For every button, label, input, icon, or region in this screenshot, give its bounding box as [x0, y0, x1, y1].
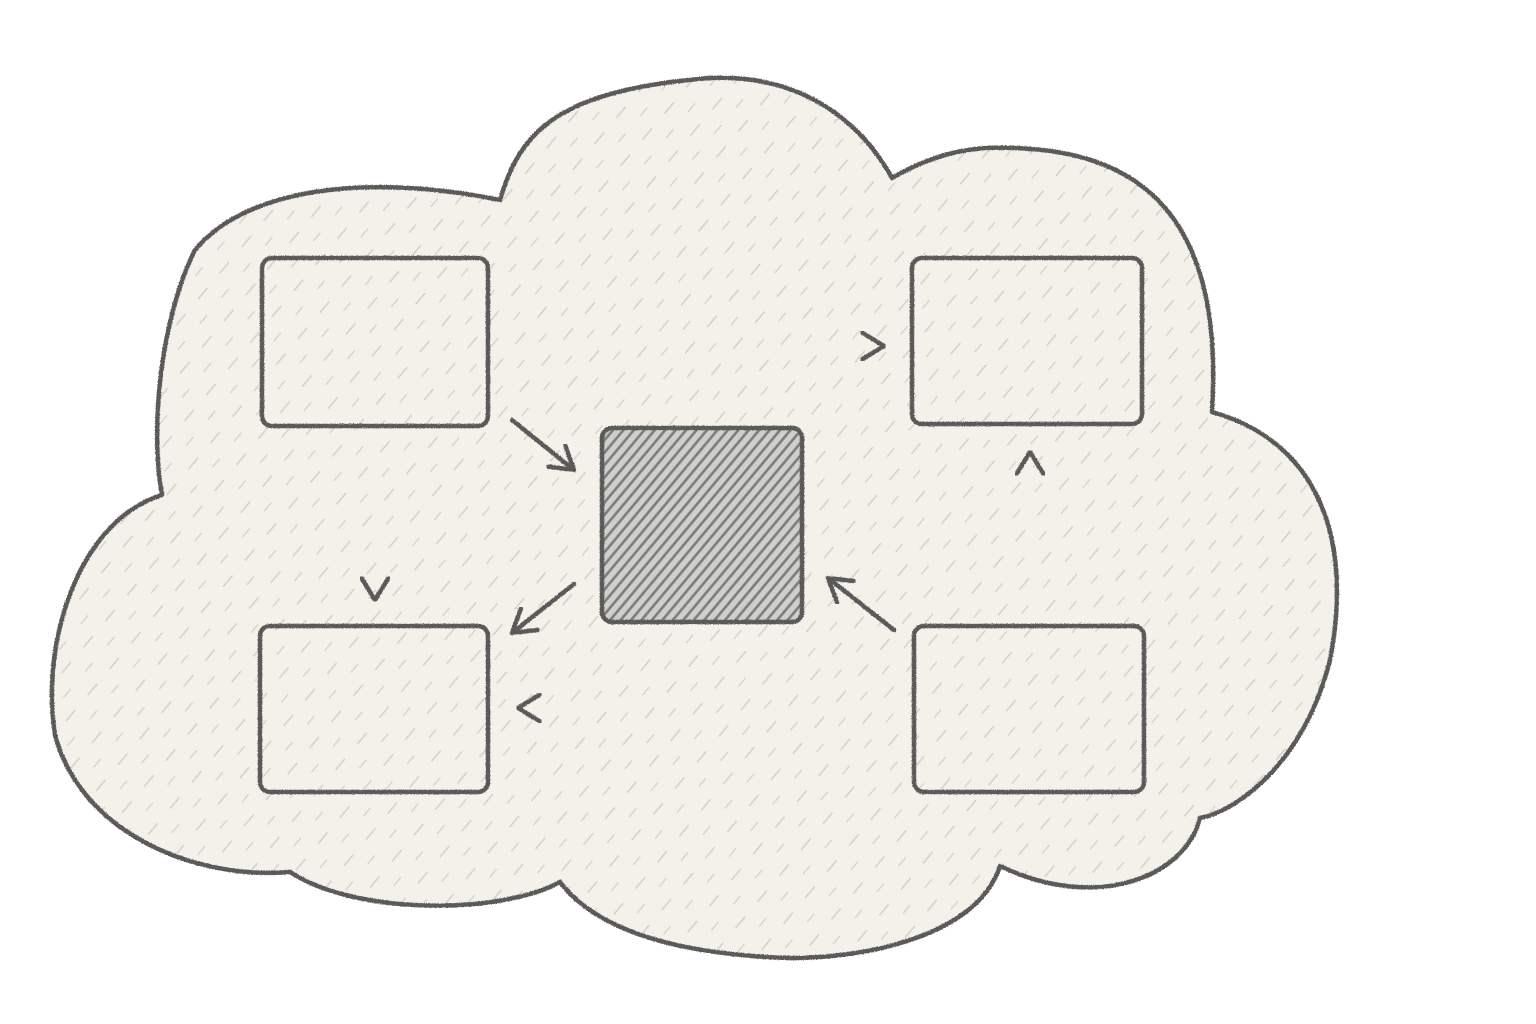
edge-bottom-right-to-bottom-left	[515, 692, 893, 724]
arrowhead-icon	[825, 575, 857, 605]
edge-bottom-right-to-top-right	[1014, 449, 1046, 603]
node-center-outline	[599, 425, 805, 625]
edge-top-left-to-center	[509, 417, 577, 473]
arrowhead-icon	[859, 330, 887, 362]
nodes	[257, 255, 1147, 795]
arrowhead-icon	[545, 443, 577, 473]
cloud-outline	[49, 75, 1340, 961]
node-bottom-right-outline	[911, 623, 1147, 795]
node-center-hatching	[602, 428, 802, 622]
node-bottom-left-hatching	[260, 626, 488, 792]
edge-line	[825, 575, 897, 633]
arrowhead-icon	[359, 575, 391, 603]
edge-line	[509, 417, 577, 473]
node-center	[599, 425, 805, 625]
node-top-right-outline	[909, 255, 1145, 427]
node-top-left	[259, 255, 491, 429]
node-bottom-right	[911, 623, 1147, 795]
node-bottom-left	[257, 623, 491, 795]
edge-line	[509, 581, 577, 636]
edge-center-to-bottom-left	[509, 581, 577, 636]
node-bottom-left-outline	[257, 623, 491, 795]
edge-bottom-right-to-center	[825, 575, 897, 633]
edges	[359, 330, 1046, 724]
node-bottom-right-hatching	[914, 626, 1144, 792]
node-top-left-outline	[259, 255, 491, 429]
edge-top-left-to-bottom-left	[359, 453, 391, 603]
arrowhead-icon	[509, 606, 541, 636]
node-top-right	[909, 255, 1145, 427]
arrowhead-icon	[1014, 449, 1046, 477]
edge-top-left-to-top-right	[509, 330, 887, 362]
node-top-right-hatching	[912, 258, 1142, 424]
node-top-left-hatching	[262, 258, 488, 426]
arrowhead-icon	[515, 692, 543, 724]
